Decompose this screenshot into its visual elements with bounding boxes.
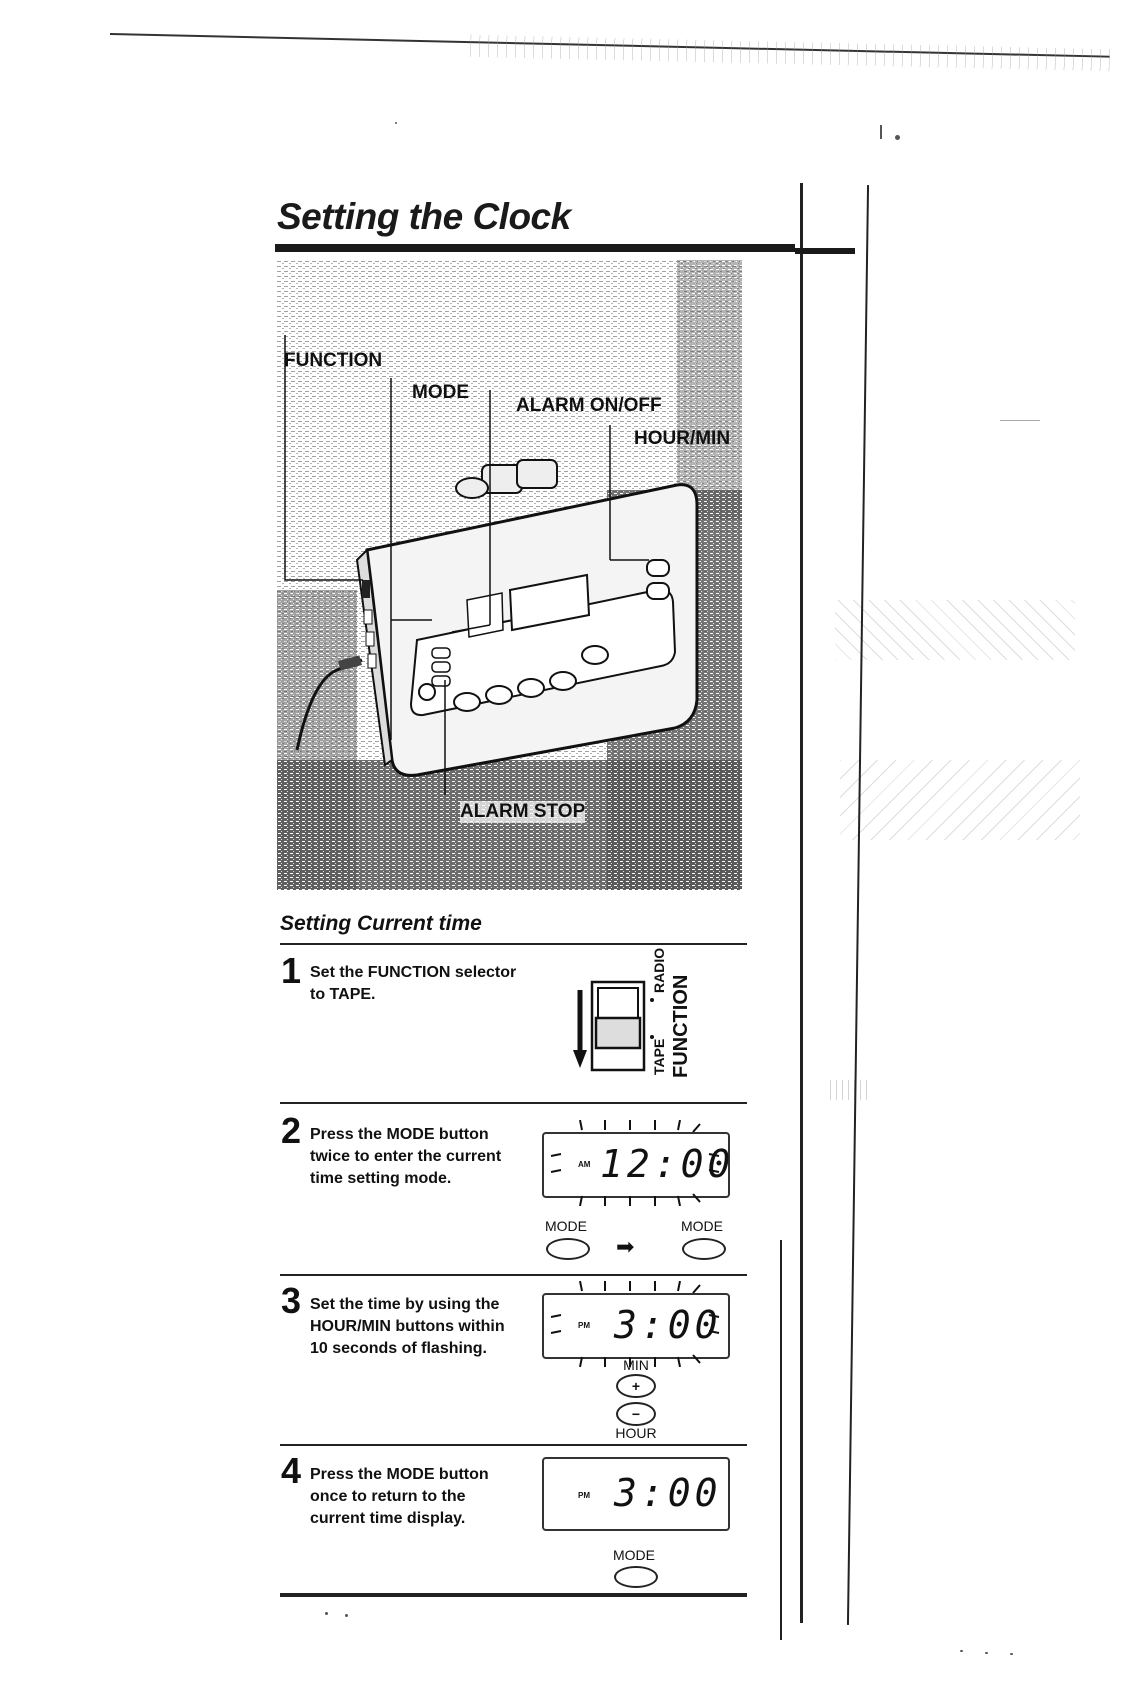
- callout-hour-min: HOUR/MIN: [634, 428, 731, 449]
- device-illustration: [277, 260, 742, 890]
- lcd-ampm: PM: [578, 1491, 590, 1500]
- title-rule-extension: [795, 248, 855, 254]
- step-2-rule: [280, 1274, 747, 1276]
- label-function: FUNCTION: [670, 974, 692, 1078]
- lcd-display-step-2: AM 12:00: [542, 1132, 730, 1198]
- step-1-rule: [280, 1102, 747, 1104]
- label-radio: RADIO: [651, 947, 667, 993]
- lcd-ampm: PM: [578, 1321, 590, 1330]
- step-2-text: Press the MODE button twice to enter the…: [310, 1126, 502, 1187]
- arrow-right-icon: ➡: [616, 1234, 635, 1259]
- hour-label: HOUR: [615, 1425, 657, 1441]
- plus-icon: +: [631, 1378, 641, 1394]
- callout-mode: MODE: [412, 382, 469, 403]
- lcd-time: 3:00: [614, 1471, 722, 1515]
- step-4-number: 4: [281, 1450, 302, 1491]
- column-divider-2: [846, 185, 870, 1625]
- step-1-text: Set the FUNCTION selector to TAPE.: [310, 964, 517, 1003]
- step-3-rule: [280, 1444, 747, 1446]
- section-rule: [280, 943, 747, 945]
- step-1-number: 1: [281, 950, 302, 991]
- minus-icon: −: [631, 1406, 641, 1422]
- callout-function: FUNCTION: [284, 350, 383, 371]
- scan-noise-right-2: [840, 760, 1080, 840]
- min-plus-button[interactable]: +: [616, 1374, 656, 1398]
- scan-noise-right-3: [830, 1080, 870, 1100]
- flash-marks-step-3: [535, 1280, 735, 1368]
- bottom-rule: [280, 1593, 747, 1597]
- label-tape: TAPE: [651, 1038, 667, 1075]
- mode-label-right: MODE: [681, 1218, 723, 1234]
- scan-noise-right-1: [835, 600, 1075, 660]
- mode-label: MODE: [613, 1547, 655, 1563]
- callout-alarm-on-off: ALARM ON/OFF: [516, 395, 662, 416]
- mode-button-left[interactable]: [546, 1238, 590, 1260]
- scan-noise-top: [469, 34, 1111, 72]
- column-divider-3: [780, 1240, 782, 1640]
- lcd-time: 12:00: [600, 1142, 735, 1186]
- step-3-text: Set the time by using the HOUR/MIN butto…: [310, 1296, 505, 1357]
- flash-marks-step-2: [535, 1119, 735, 1207]
- lcd-time: 3:00: [614, 1303, 722, 1347]
- step-3-number: 3: [281, 1280, 302, 1321]
- lcd-display-step-3: PM 3:00: [542, 1293, 730, 1359]
- title-rule: [275, 244, 795, 252]
- function-selector-figure: [570, 960, 710, 1080]
- page-title: Setting the Clock: [277, 196, 571, 237]
- column-divider-1: [800, 183, 803, 1623]
- callout-alarm-stop: ALARM STOP: [460, 801, 586, 823]
- min-label: MIN: [623, 1357, 649, 1373]
- mode-button[interactable]: [614, 1566, 658, 1588]
- step-2-number: 2: [281, 1110, 302, 1151]
- step-4-text: Press the MODE button once to return to …: [310, 1466, 489, 1527]
- lcd-ampm: AM: [578, 1160, 591, 1169]
- mode-label-left: MODE: [545, 1218, 587, 1234]
- hour-minus-button[interactable]: −: [616, 1402, 656, 1426]
- mode-button-right[interactable]: [682, 1238, 726, 1260]
- section-title: Setting Current time: [280, 912, 482, 935]
- lcd-display-step-4: PM 3:00: [542, 1457, 730, 1531]
